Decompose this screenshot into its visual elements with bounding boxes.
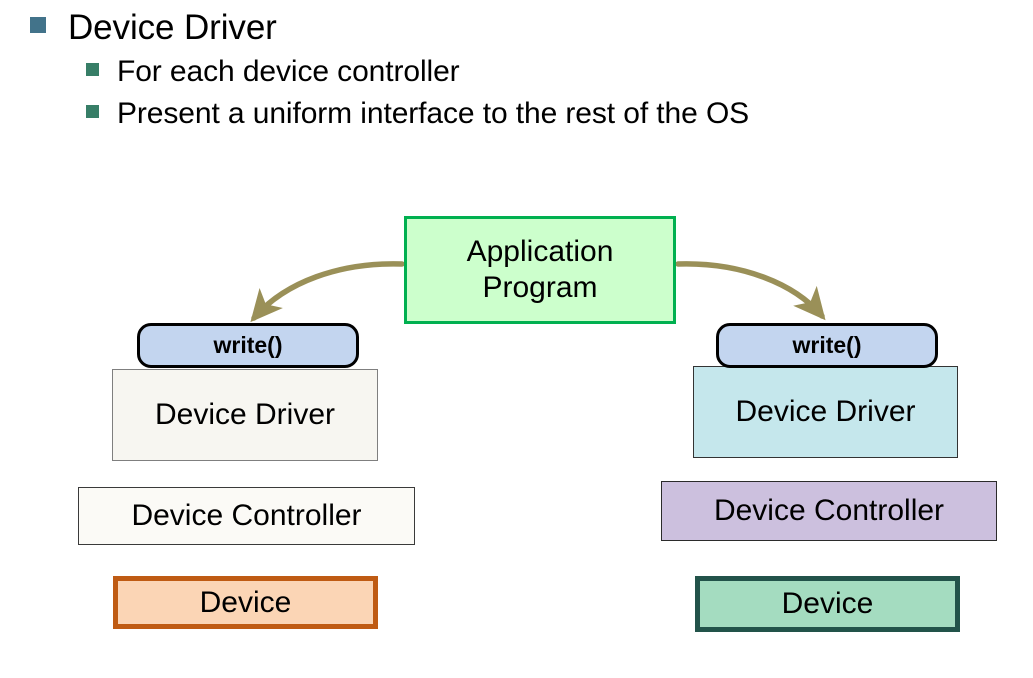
device-controller-box-left[interactable]: Device Controller [78,487,415,545]
bullet-text: Present a uniform interface to the rest … [117,97,750,130]
arrow-right [675,261,826,321]
device-controller-box-right[interactable]: Device Controller [661,481,997,541]
device-box-left[interactable]: Device [113,576,378,629]
bullet-item-uniform-interface: Present a uniform interface to the rest … [0,96,1033,132]
write-call-box-right[interactable]: write() [716,323,938,368]
application-program-box[interactable]: Application Program [404,216,676,324]
application-program-line1: Application [466,235,614,268]
bullet-item-for-each-device-controller: For each device controller [0,54,1033,90]
device-box-right[interactable]: Device [695,576,960,632]
device-driver-box-left[interactable]: Device Driver [112,369,378,461]
bullet-text: For each device controller [117,55,460,88]
slide-bullet-list: Device Driver For each device controller… [0,0,1033,132]
square-bullet-icon [86,63,99,76]
square-bullet-icon [86,105,99,118]
arrow-left [250,261,405,323]
bullet-text: Device Driver [68,8,277,47]
application-program-line2: Program [482,271,598,304]
bullet-item-device-driver: Device Driver [0,8,1033,48]
device-driver-box-right[interactable]: Device Driver [693,366,958,458]
write-call-box-left[interactable]: write() [137,323,359,368]
square-bullet-icon [30,17,46,33]
